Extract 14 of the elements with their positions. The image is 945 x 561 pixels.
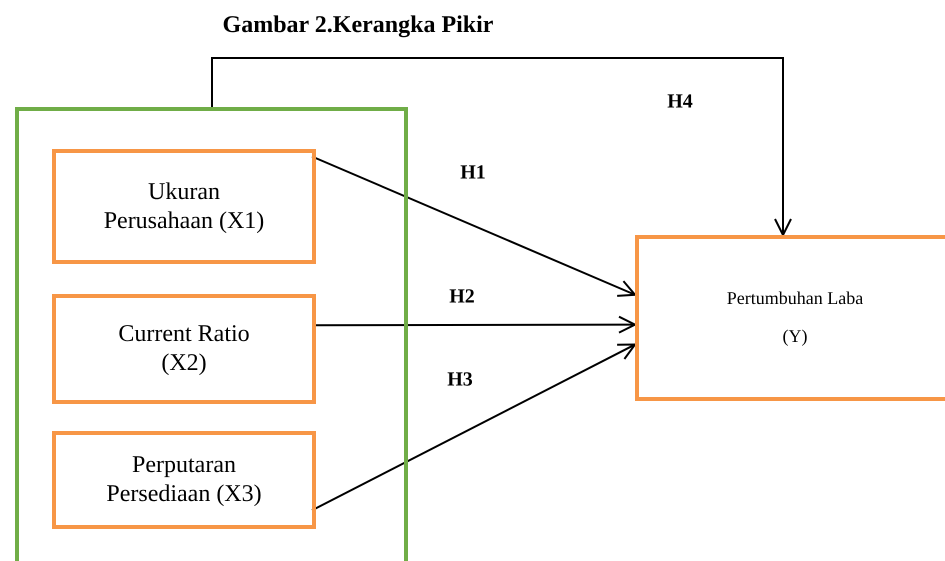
variable-box bbox=[635, 235, 945, 401]
node-text: (Y) bbox=[782, 326, 808, 348]
variable-box bbox=[52, 431, 316, 529]
diagram-title: Gambar 2.Kerangka Pikir bbox=[222, 12, 494, 39]
node-text: Current Ratio (X2) bbox=[117, 320, 251, 378]
node-text: Perputaran Persediaan (X3) bbox=[105, 451, 263, 509]
arrow bbox=[312, 156, 636, 297]
variable-box bbox=[52, 149, 316, 264]
group-frame bbox=[15, 107, 408, 561]
arrow bbox=[211, 57, 792, 236]
variable-box bbox=[52, 294, 316, 404]
arrow bbox=[312, 344, 636, 512]
node-text: Ukuran Perusahaan (X1) bbox=[102, 178, 266, 236]
node-text: Pertumbuhan Laba bbox=[726, 288, 864, 310]
